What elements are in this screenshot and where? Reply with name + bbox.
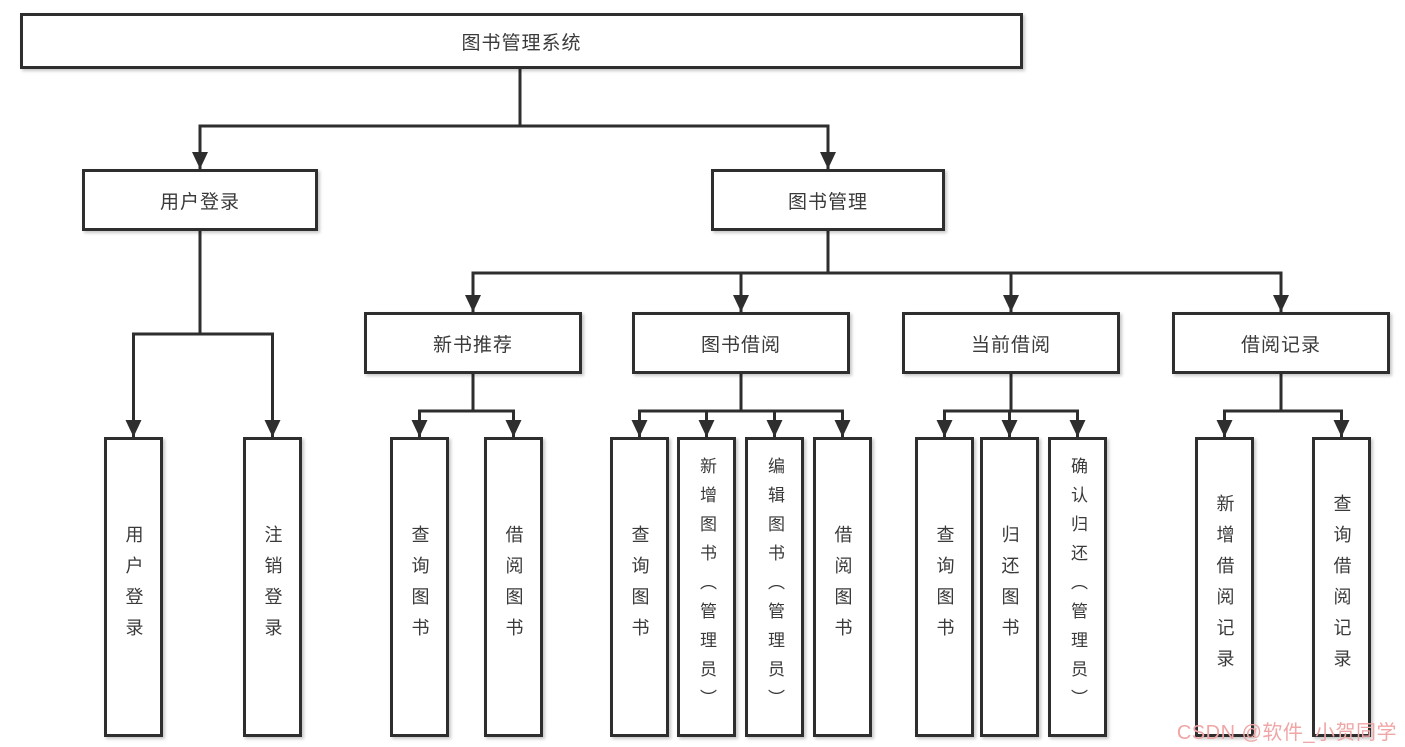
- leaf-add-book-admin-label: 新增图书（管理员）: [697, 456, 716, 718]
- node-book-borrow-label: 图书借阅: [700, 334, 781, 356]
- connector-login-children: [132, 229, 274, 437]
- arrowhead-icon: [192, 152, 208, 169]
- arrowhead-icon: [411, 420, 428, 437]
- node-current-borrow: 当前借阅: [902, 312, 1120, 374]
- arrowhead-icon: [820, 152, 836, 169]
- node-borrow-record-label: 借阅记录: [1240, 334, 1321, 356]
- arrowhead-icon: [936, 420, 953, 437]
- arrowhead-icon: [125, 420, 142, 437]
- leaf-query-book-2-label: 查询图书: [629, 525, 650, 649]
- leaf-confirm-return-admin: 确认归还（管理员）: [1048, 437, 1107, 737]
- leaf-confirm-return-admin-label: 确认归还（管理员）: [1068, 456, 1087, 718]
- arrowhead-icon: [1001, 420, 1018, 437]
- node-root: 图书管理系统: [20, 13, 1023, 69]
- leaf-logout-label: 注销登录: [262, 525, 283, 649]
- node-new-book-recommend-label: 新书推荐: [432, 334, 513, 356]
- arrowhead-icon: [766, 420, 783, 437]
- node-user-login: 用户登录: [82, 169, 318, 231]
- arrowhead-icon: [264, 420, 281, 437]
- leaf-edit-book-admin: 编辑图书（管理员）: [745, 437, 804, 737]
- leaf-query-book-2: 查询图书: [610, 437, 669, 737]
- leaf-edit-book-admin-label: 编辑图书（管理员）: [765, 456, 784, 718]
- leaf-return-book: 归还图书: [980, 437, 1039, 737]
- node-book-borrow: 图书借阅: [632, 312, 850, 374]
- node-user-login-label: 用户登录: [159, 191, 240, 213]
- leaf-query-book-3: 查询图书: [915, 437, 974, 737]
- arrowhead-icon: [505, 420, 522, 437]
- leaf-query-book-1-label: 查询图书: [409, 525, 430, 649]
- leaf-query-borrow-record-label: 查询借阅记录: [1331, 494, 1352, 680]
- leaf-add-borrow-record: 新增借阅记录: [1195, 437, 1254, 737]
- node-book-management: 图书管理: [711, 169, 945, 231]
- leaf-add-borrow-record-label: 新增借阅记录: [1214, 494, 1235, 680]
- leaf-return-book-label: 归还图书: [999, 525, 1020, 649]
- connector-level2: [198, 124, 830, 169]
- leaf-query-borrow-record: 查询借阅记录: [1312, 437, 1371, 737]
- leaf-logout: 注销登录: [243, 437, 302, 737]
- leaf-borrow-book-2: 借阅图书: [813, 437, 872, 737]
- node-root-label: 图书管理系统: [461, 32, 582, 54]
- leaf-borrow-book-1: 借阅图书: [484, 437, 543, 737]
- leaf-borrow-book-1-label: 借阅图书: [503, 525, 524, 649]
- arrowhead-icon: [1216, 420, 1233, 437]
- leaf-query-book-3-label: 查询图书: [934, 525, 955, 649]
- leaf-user-login-label: 用户登录: [123, 525, 144, 649]
- arrowhead-icon: [1333, 420, 1350, 437]
- connector-newbook-children: [418, 374, 515, 437]
- leaf-borrow-book-2-label: 借阅图书: [832, 525, 853, 649]
- arrowhead-icon: [834, 420, 851, 437]
- arrowhead-icon: [733, 295, 749, 312]
- arrowhead-icon: [465, 295, 481, 312]
- node-book-management-label: 图书管理: [787, 191, 868, 213]
- leaf-user-login: 用户登录: [104, 437, 163, 737]
- arrowhead-icon: [1003, 295, 1019, 312]
- connector-borrow-children: [638, 374, 844, 437]
- connector-record-children: [1223, 374, 1343, 437]
- arrowhead-icon: [1273, 295, 1289, 312]
- arrowhead-icons: [125, 152, 1350, 437]
- node-current-borrow-label: 当前借阅: [970, 334, 1051, 356]
- node-new-book-recommend: 新书推荐: [364, 312, 582, 374]
- connector-lines: [132, 69, 1343, 437]
- watermark-text: CSDN @软件_小贺同学: [1176, 722, 1397, 744]
- arrowhead-icon: [631, 420, 648, 437]
- node-borrow-record: 借阅记录: [1172, 312, 1390, 374]
- leaf-query-book-1: 查询图书: [390, 437, 449, 737]
- connector-level3: [471, 271, 1283, 312]
- arrowhead-icon: [698, 420, 715, 437]
- leaf-add-book-admin: 新增图书（管理员）: [677, 437, 736, 737]
- arrowhead-icon: [1069, 420, 1086, 437]
